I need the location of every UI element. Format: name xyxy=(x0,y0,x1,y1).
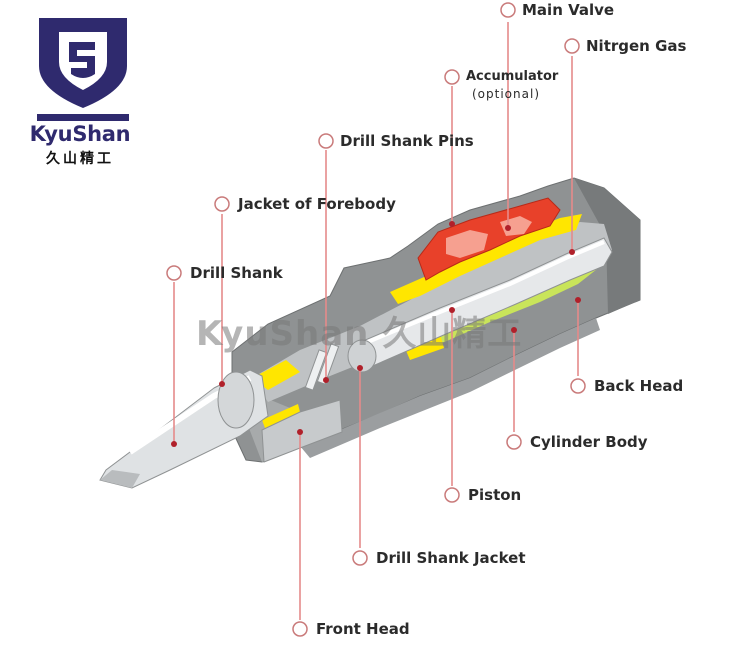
brand-name-chinese: 久山精工 xyxy=(46,151,114,167)
dot-back-head xyxy=(575,297,581,303)
label-accumulator-optional: (optional) xyxy=(472,87,540,101)
label-back-head: Back Head xyxy=(594,377,684,395)
label-drill-shank-pins: Drill Shank Pins xyxy=(340,132,474,150)
marker-cylinder-body xyxy=(506,434,522,450)
label-drill-shank-jacket: Drill Shank Jacket xyxy=(376,549,526,567)
dot-nitrogen-gas xyxy=(569,249,575,255)
marker-back-head xyxy=(570,378,586,394)
label-drill-shank: Drill Shank xyxy=(190,264,283,282)
marker-accumulator xyxy=(444,69,460,85)
dot-drill-shank xyxy=(171,441,177,447)
label-accumulator: Accumulator xyxy=(466,69,559,84)
marker-drill-shank-jacket xyxy=(352,550,368,566)
label-piston: Piston xyxy=(468,486,522,504)
label-jacket-of-forebody: Jacket of Forebody xyxy=(238,195,396,213)
drill-shank-shape xyxy=(99,369,269,489)
marker-main-valve xyxy=(500,2,516,18)
dot-jacket-of-forebody xyxy=(219,381,225,387)
drill-shank-pins-shape xyxy=(304,343,340,391)
dot-main-valve xyxy=(505,225,511,231)
label-front-head: Front Head xyxy=(316,620,410,638)
dot-drill-shank-pins xyxy=(323,377,329,383)
kyushan-logo xyxy=(37,18,129,121)
marker-piston xyxy=(444,487,460,503)
label-nitrogen-gas: Nitrgen Gas xyxy=(586,37,687,55)
marker-nitrogen-gas xyxy=(564,38,580,54)
marker-drill-shank xyxy=(166,265,182,281)
dot-drill-shank-jacket xyxy=(357,365,363,371)
marker-front-head xyxy=(292,621,308,637)
dot-accumulator xyxy=(449,221,455,227)
piston-shape xyxy=(347,237,613,373)
watermark: KyuShan 久山精工 xyxy=(196,314,523,354)
dot-piston xyxy=(449,307,455,313)
label-cylinder-body: Cylinder Body xyxy=(530,433,648,451)
marker-jacket-of-forebody xyxy=(214,196,230,212)
label-main-valve: Main Valve xyxy=(522,1,615,19)
dot-front-head xyxy=(297,429,303,435)
dot-cylinder-body xyxy=(511,327,517,333)
brand-name: KyuShan xyxy=(29,122,131,146)
marker-drill-shank-pins xyxy=(318,133,334,149)
